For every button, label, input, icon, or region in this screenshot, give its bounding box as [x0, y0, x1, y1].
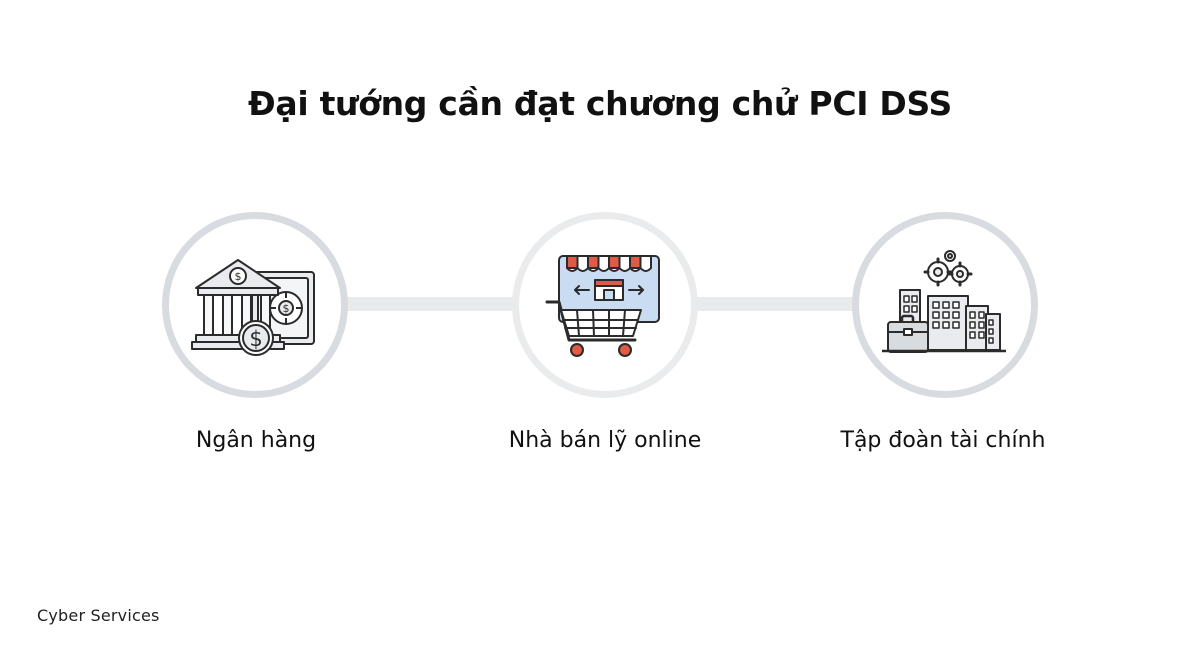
connector-line-right [690, 297, 860, 311]
bank-vault-icon: $ $ $ [191, 259, 315, 356]
item-label-retail: Nhà bán lỹ online [508, 428, 702, 453]
svg-text:$: $ [249, 327, 262, 351]
corporate-buildings-icon [882, 250, 1006, 353]
svg-text:$: $ [235, 270, 242, 283]
connector-line-left [340, 297, 520, 311]
svg-text:$: $ [283, 302, 290, 315]
page-title: Đại tướng cần đạt chương chử PCI DSS [248, 84, 952, 123]
shopping-cart-store-icon [545, 255, 660, 357]
retail-node [512, 212, 698, 398]
item-label-bank: Ngân hàng [195, 428, 317, 453]
brand-logo-text: Cyber Services [37, 606, 160, 625]
corporation-node [852, 212, 1038, 398]
bank-node: $ $ $ [162, 212, 348, 398]
item-label-corporation: Tập đoàn tài chính [840, 428, 1046, 453]
